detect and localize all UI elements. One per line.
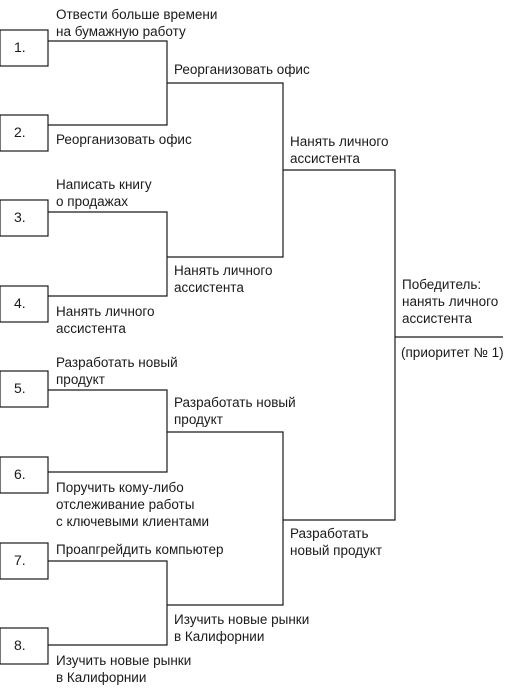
seed-number-2: 2.	[14, 124, 26, 140]
connector-round2-b	[167, 431, 284, 606]
seed-number-8: 8.	[14, 637, 26, 653]
seed-number-3: 3.	[14, 209, 26, 225]
round1-label-8: Изучить новые рынки в Калифорнии	[56, 653, 195, 685]
seed-box-1	[0, 29, 49, 67]
seed-number-4: 4.	[14, 295, 26, 311]
connector-round1-a	[48, 40, 168, 126]
connector-round1-c	[48, 389, 168, 473]
seed-box-6	[0, 456, 49, 494]
seed-box-8	[0, 627, 49, 665]
round1-label-5: Разработать новый продукт	[56, 355, 181, 387]
connector-round2-a	[167, 82, 284, 258]
round2-label-2: Нанять личного ассистента	[174, 263, 276, 295]
round1-label-3: Написать книгу о продажах	[56, 177, 155, 209]
round1-label-4: Нанять личного ассистента	[56, 304, 158, 336]
connector-round3	[283, 169, 396, 521]
round2-label-3: Разработать новый продукт	[174, 395, 299, 427]
round1-label-6: Поручить кому-либо отслеживание работы с…	[56, 480, 209, 529]
seed-box-2	[0, 114, 49, 152]
seed-box-4	[0, 285, 49, 323]
round1-label-2: Реорганизовать офис	[56, 132, 192, 147]
connector-round1-d	[48, 560, 168, 646]
connector-round1-b	[48, 211, 168, 297]
seed-number-5: 5.	[14, 380, 26, 396]
seed-box-3	[0, 199, 49, 237]
round3-label-2: Разработать новый продукт	[290, 526, 382, 558]
round2-label-1: Реорганизовать офис	[174, 62, 310, 77]
priority-label: (приоритет № 1)	[401, 345, 504, 360]
round3-label-1: Нанять личного ассистента	[290, 134, 392, 166]
round2-label-4: Изучить новые рынки в Калифорнии	[174, 612, 313, 644]
seed-number-6: 6.	[14, 466, 26, 482]
seed-number-7: 7.	[14, 552, 26, 568]
round1-label-7: Проапгрейдить компьютер	[56, 542, 223, 557]
round1-label-1: Отвести больше времени на бумажную работ…	[56, 7, 221, 39]
winner-label: Победитель: нанять личного ассистента	[402, 277, 502, 326]
seed-box-5	[0, 370, 49, 408]
seed-number-1: 1.	[14, 39, 26, 55]
